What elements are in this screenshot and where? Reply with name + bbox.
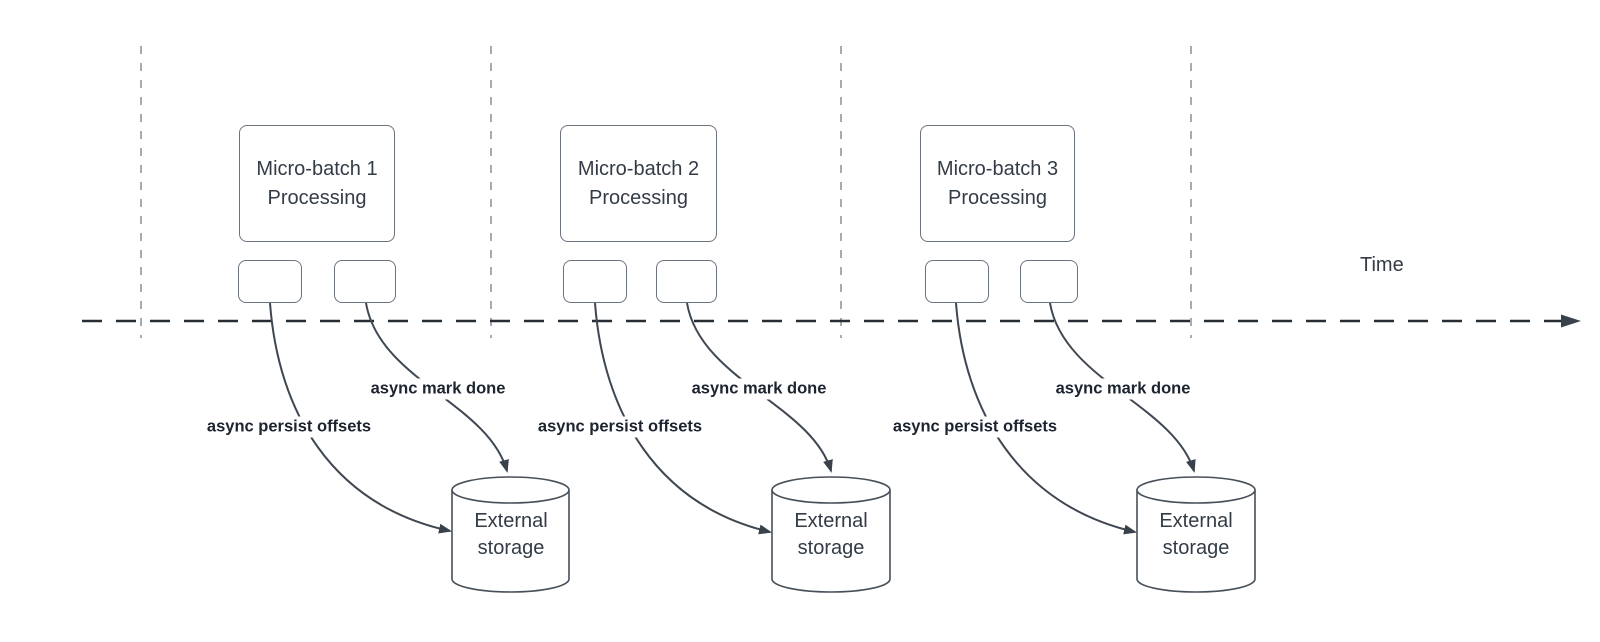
persist-offsets-label-3: async persist offsets [889, 416, 1061, 438]
persist-task-box-1 [238, 260, 302, 303]
micro-batch-title-1: Micro-batch 1 Processing [256, 157, 378, 209]
done-task-box-3 [1020, 260, 1078, 303]
time-label: Time [1360, 254, 1404, 276]
micro-batch-title-3: Micro-batch 3 Processing [936, 157, 1059, 209]
persist-task-box-2 [563, 260, 627, 303]
external-storage-cylinder-2 [771, 476, 891, 593]
done-task-box-1 [334, 260, 396, 303]
mark-done-label-3: async mark done [1052, 378, 1194, 400]
external-storage-cylinder-1 [451, 476, 570, 593]
external-storage-label-1: External storage [474, 510, 548, 559]
done-task-box-2 [656, 260, 717, 303]
micro-batch-title-2: Micro-batch 2 Processing [577, 157, 700, 209]
external-storage-cylinder-3 [1136, 476, 1256, 593]
persist-offsets-arrow-2 [594, 302, 772, 535]
persist-offsets-arrow-1 [269, 302, 452, 534]
persist-offsets-arrow-3 [955, 302, 1137, 535]
persist-offsets-label-2: async persist offsets [534, 416, 706, 438]
persist-task-box-3 [925, 260, 989, 303]
micro-batch-box-3: Micro-batch 3 Processing [920, 125, 1075, 242]
external-storage-label-2: External storage [794, 510, 868, 559]
mark-done-label-1: async mark done [367, 378, 509, 400]
external-storage-label-3: External storage [1159, 510, 1233, 559]
mark-done-label-2: async mark done [688, 378, 830, 400]
micro-batch-box-2: Micro-batch 2 Processing [560, 125, 717, 242]
micro-batch-box-1: Micro-batch 1 Processing [239, 125, 395, 242]
persist-offsets-label-1: async persist offsets [203, 416, 375, 438]
